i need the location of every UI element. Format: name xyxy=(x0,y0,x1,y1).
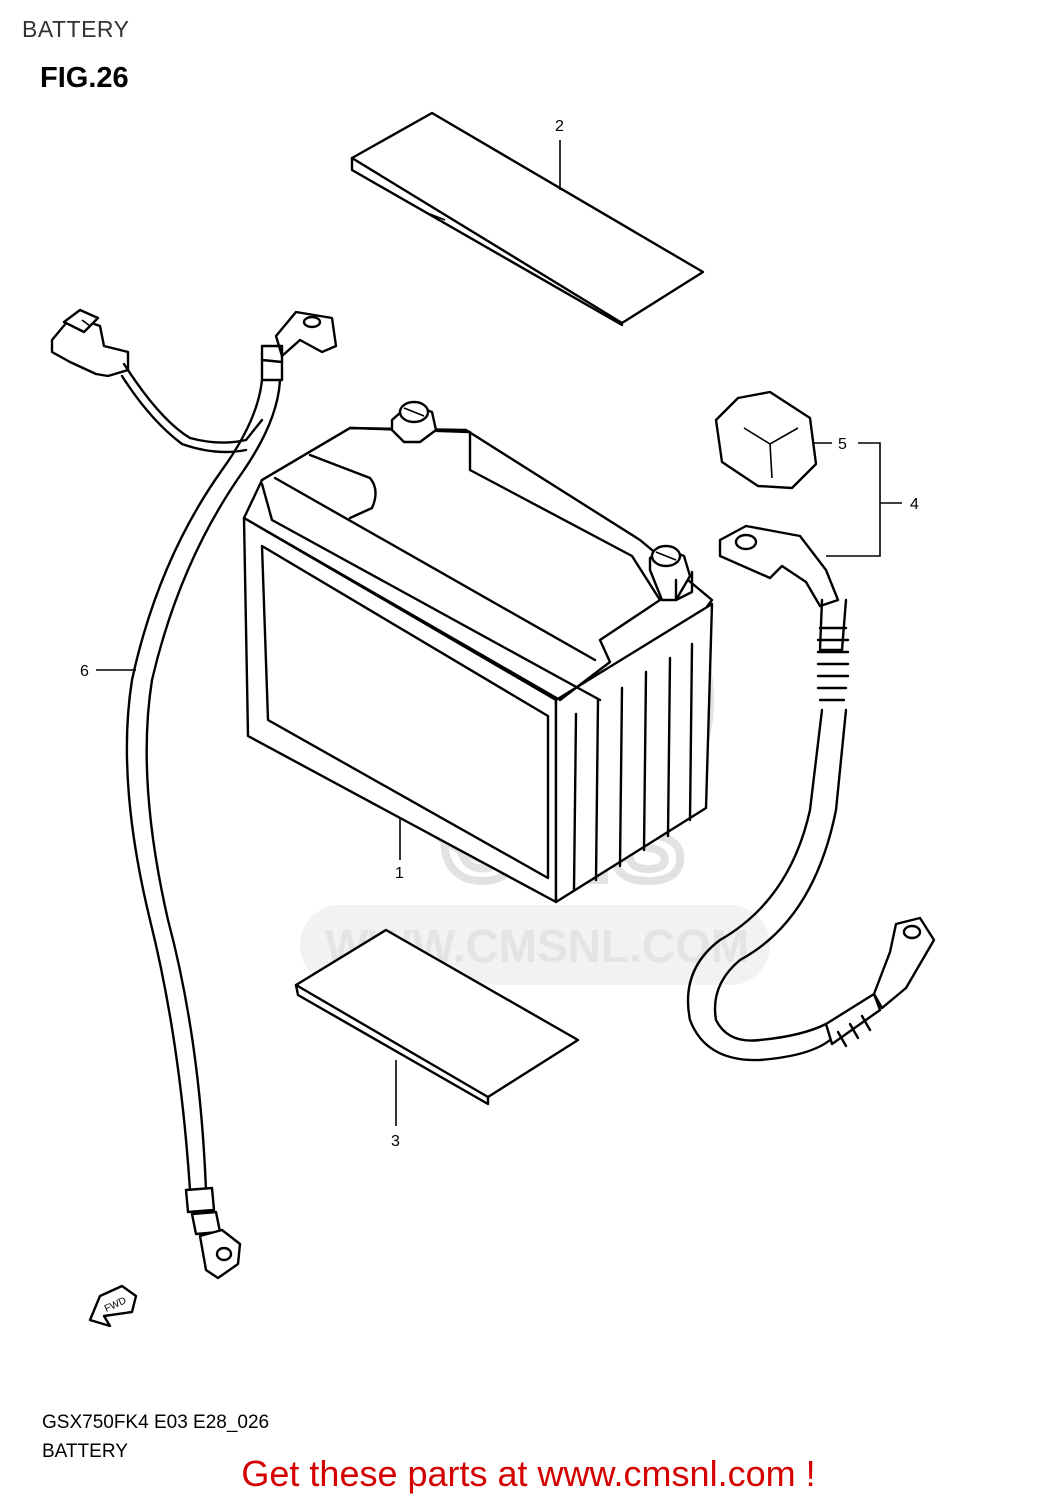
fwd-arrow-icon: FWD xyxy=(88,1284,138,1328)
callout-1: 1 xyxy=(395,865,404,882)
callout-lines xyxy=(96,140,902,1126)
part-6-negative-cable xyxy=(50,308,338,1280)
promo-link[interactable]: Get these parts at www.cmsnl.com ! xyxy=(241,1453,816,1494)
part-2-pad xyxy=(350,111,705,327)
part-1-battery xyxy=(242,400,714,904)
part-4-positive-cable xyxy=(686,524,936,1062)
callout-5: 5 xyxy=(838,436,847,453)
part-3-pad xyxy=(294,928,580,1106)
figure-label: FIG.26 xyxy=(40,62,129,94)
footer-model-code: GSX750FK4 E03 E28_026 xyxy=(42,1412,270,1433)
callout-6: 6 xyxy=(80,663,89,680)
callout-2: 2 xyxy=(555,118,564,135)
page-header-title: BATTERY xyxy=(22,16,130,42)
callout-3: 3 xyxy=(391,1133,400,1150)
footer-section-name: BATTERY xyxy=(42,1441,128,1462)
callout-4: 4 xyxy=(910,496,919,513)
part-5-terminal-cover xyxy=(714,390,818,490)
